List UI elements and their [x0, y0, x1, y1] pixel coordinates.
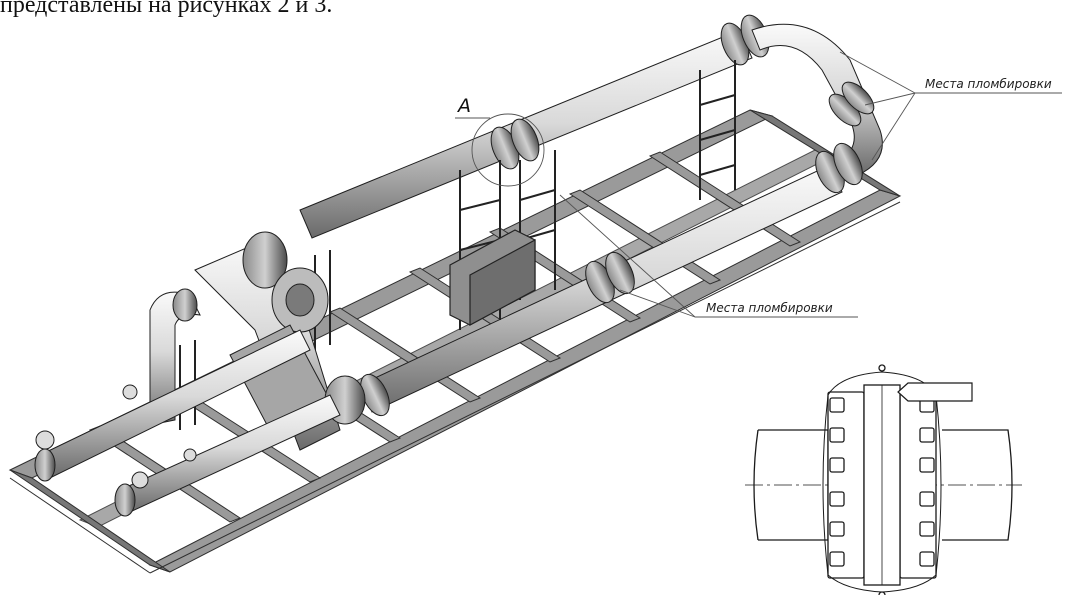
detail-letter: А: [456, 95, 471, 117]
inlet-pipes: [34, 329, 341, 517]
callout-top-right: Места пломбировки: [925, 77, 1052, 91]
intro-text: представлены на рисунках 2 и 3.: [0, 0, 333, 18]
callout-leaders: [455, 51, 1062, 318]
flange-detail: [745, 364, 1022, 595]
upper-pipe: [299, 14, 883, 239]
lower-pipe: [359, 142, 863, 417]
control-cabinet: [449, 229, 536, 327]
callout-middle: Места пломбировки: [706, 301, 833, 315]
bolt-row-left: [829, 397, 845, 567]
bolt-row-right: [919, 397, 935, 567]
arrow-left-icon: [897, 382, 973, 402]
